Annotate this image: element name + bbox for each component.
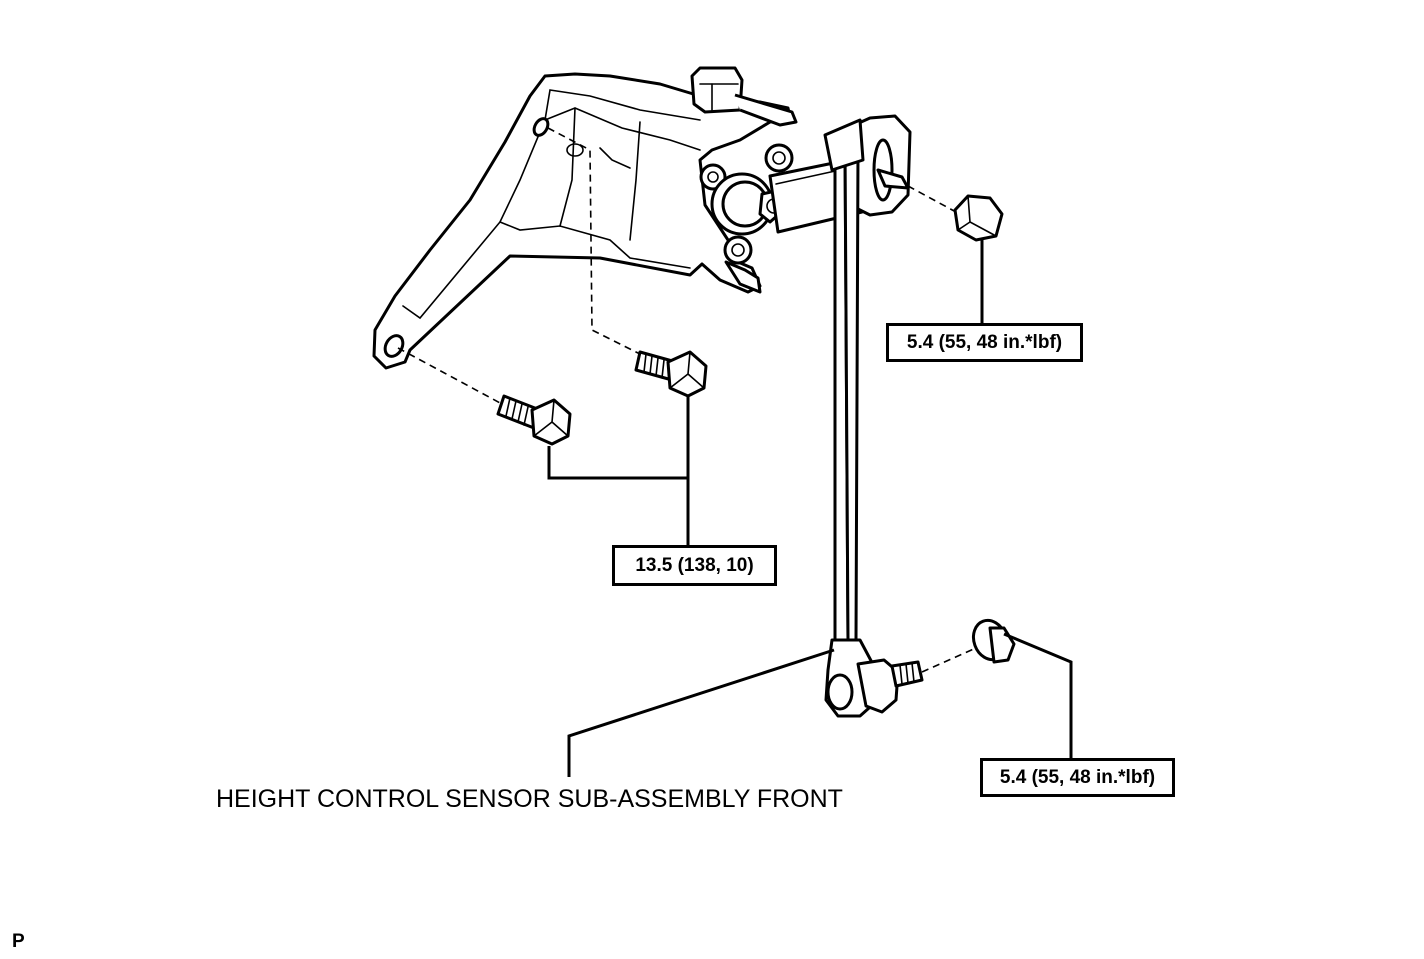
part-name-label: HEIGHT CONTROL SENSOR SUB-ASSEMBLY FRONT: [216, 785, 843, 813]
torque-spec-lower-nut: 5.4 (55, 48 in.*lbf): [980, 758, 1175, 797]
bracket-bolt-lower: [496, 394, 572, 446]
lower-flange-nut: [971, 618, 1016, 664]
torque-spec-bracket-bolts: 13.5 (138, 10): [612, 545, 777, 586]
upper-flange-nut: [953, 194, 1004, 242]
bracket-bolt-upper: [634, 350, 708, 398]
link-lower-ball-joint: [824, 638, 924, 718]
assembly-guide-lines: [397, 127, 977, 673]
sensor-bracket: [372, 72, 792, 370]
sensor-body: [690, 66, 798, 294]
leader-lines: [547, 238, 1073, 777]
torque-spec-upper-nut: 5.4 (55, 48 in.*lbf): [886, 323, 1083, 362]
page-code: P: [12, 931, 25, 952]
